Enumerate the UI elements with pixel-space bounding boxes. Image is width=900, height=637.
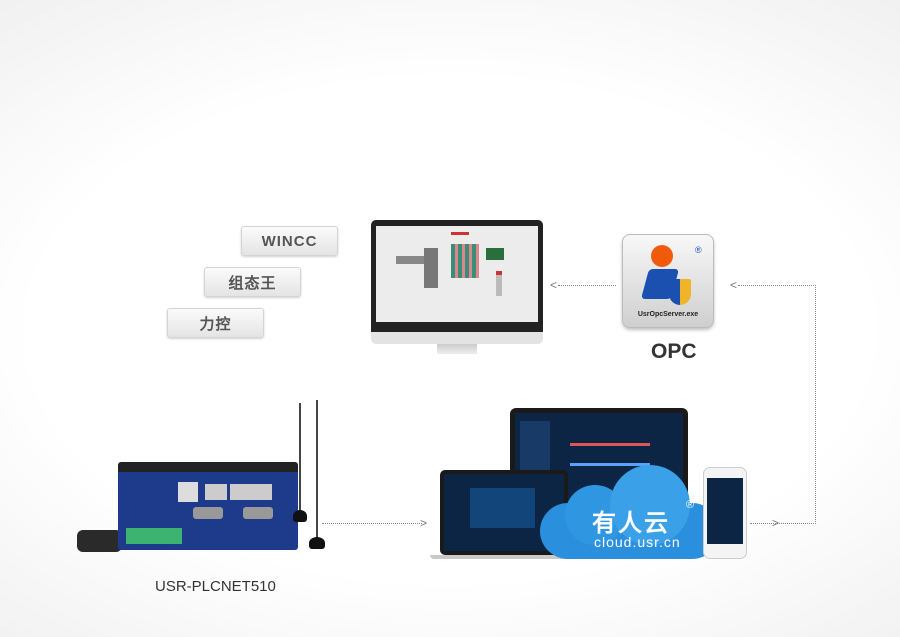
opc-title: OPC	[651, 340, 697, 363]
opc-server-icon: ® UsrOpcServer.exe	[622, 234, 714, 328]
terminal-blocks	[126, 528, 182, 544]
opc-exe-label: UsrOpcServer.exe	[637, 311, 699, 318]
smartphone	[703, 467, 747, 559]
cloud-brand: 有人云	[592, 510, 670, 537]
cloud-url: cloud.usr.cn	[594, 534, 681, 550]
wincc-tag: WINCC	[241, 226, 338, 256]
scada-screen	[376, 226, 538, 322]
cloud-icon: 有人云 ® cloud.usr.cn	[540, 465, 720, 560]
forcecontrol-tag: 力控	[167, 308, 264, 338]
gps-antenna-puck	[77, 530, 122, 552]
device-model-label: USR-PLCNET510	[155, 578, 276, 595]
desktop-monitor	[371, 220, 543, 332]
plc-gateway-device	[118, 462, 298, 550]
cloud-registered: ®	[686, 499, 695, 511]
kingview-tag: 组态王	[204, 267, 301, 297]
antenna	[299, 403, 301, 513]
antenna	[316, 400, 318, 540]
shield-icon	[669, 279, 691, 305]
registered-mark: ®	[695, 245, 702, 255]
